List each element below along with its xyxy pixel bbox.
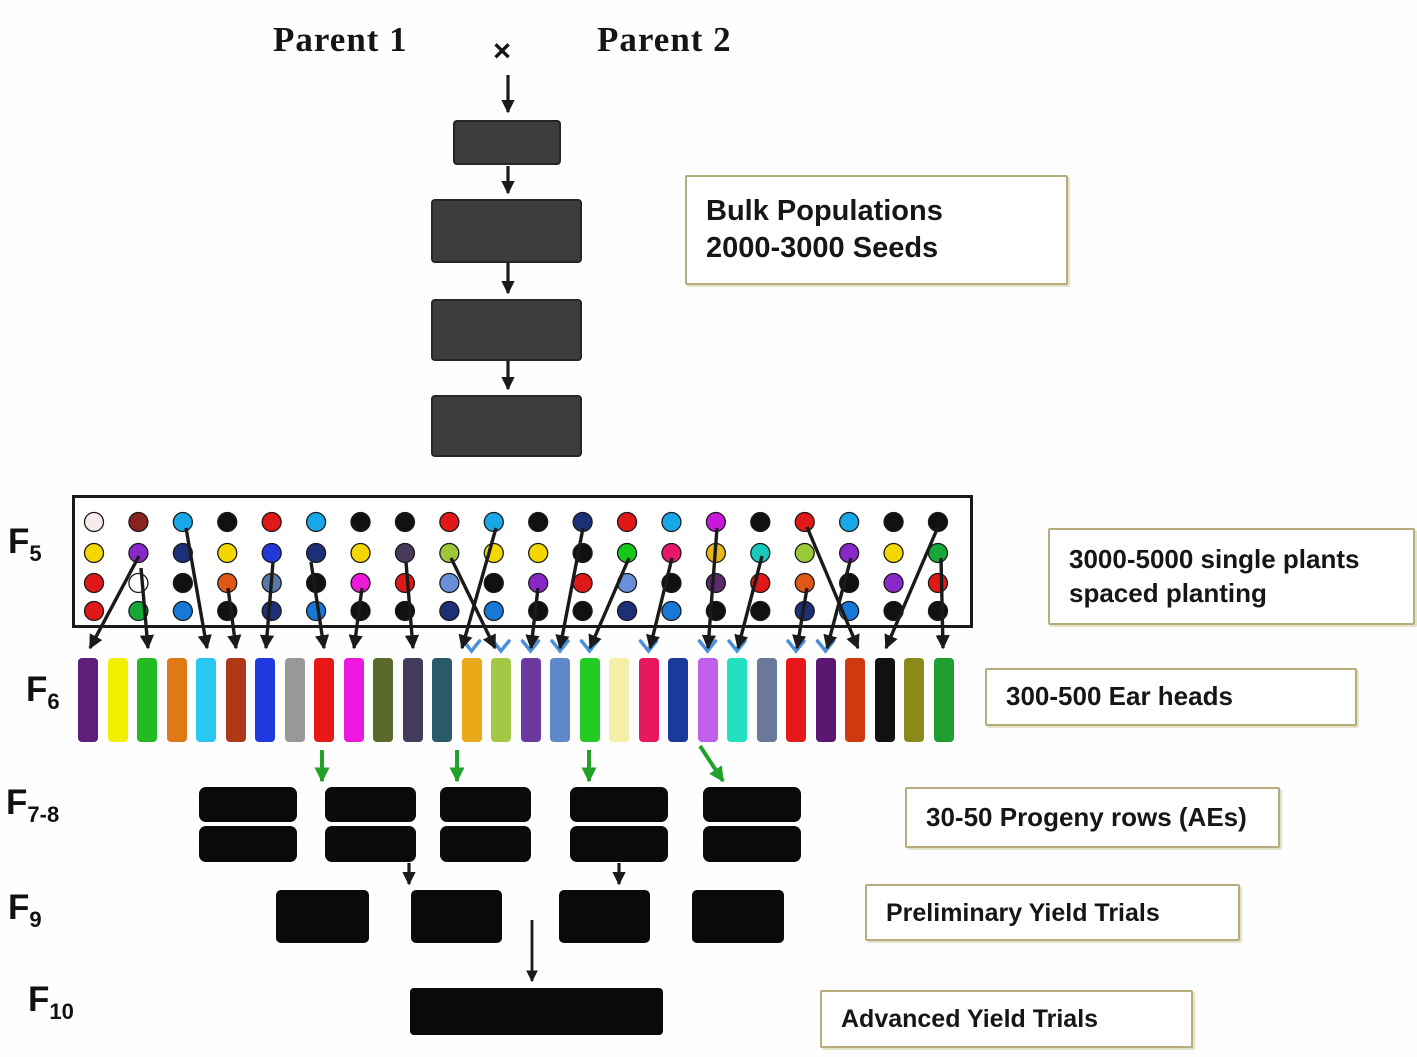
advanced-trial-node <box>410 988 663 1035</box>
cross-symbol: × <box>493 33 512 68</box>
progeny-row-node <box>199 826 297 862</box>
progeny-row-node <box>440 787 531 822</box>
parent2-label: Parent 2 <box>597 20 732 59</box>
gen-label-f7-8: F7-8 <box>6 783 60 827</box>
blue-arrowhead <box>815 639 836 654</box>
ear-head-bar <box>786 658 806 742</box>
blue-arrowhead <box>520 639 541 654</box>
blue-arrowhead <box>786 639 806 654</box>
f5-single-plants-box <box>72 495 973 628</box>
ear-head-bar <box>78 658 98 742</box>
blue-arrowhead <box>579 639 600 654</box>
progeny-row-node <box>570 826 668 862</box>
annotation-line: Advanced Yield Trials <box>841 1005 1099 1033</box>
ear-head-bar <box>874 658 895 742</box>
ear-head-bar <box>520 658 541 742</box>
ear-head-bar <box>638 658 659 742</box>
progeny-row-node <box>325 826 416 862</box>
annotation-preliminary-yield-trials: Preliminary Yield Trials <box>865 884 1240 941</box>
gen-label-f10: F10 <box>28 980 74 1024</box>
ear-head-bar <box>727 658 747 742</box>
parent1-label: Parent 1 <box>273 20 408 59</box>
ear-head-bar <box>609 658 629 742</box>
yield-trial-node <box>559 890 650 943</box>
ear-head-bar <box>550 658 570 742</box>
progeny-row-node <box>199 787 297 822</box>
ear-head-bar <box>343 658 364 742</box>
ear-head-bar <box>461 658 482 742</box>
annotation-bulk-populations: Bulk Populations 2000-3000 Seeds <box>685 175 1068 285</box>
ear-head-bar <box>402 658 423 742</box>
bulk-generation-node-2 <box>431 199 582 263</box>
ear-head-bar <box>107 658 128 742</box>
ear-head-bar <box>815 658 836 742</box>
annotation-line: spaced planting <box>1069 577 1267 608</box>
progeny-row-node <box>325 787 416 822</box>
progeny-row-node <box>703 787 801 822</box>
bulk-generation-node-1 <box>453 120 561 165</box>
gen-label-f5: F5 <box>8 522 42 566</box>
ear-head-bar <box>491 658 511 742</box>
progeny-row-node <box>570 787 668 822</box>
annotation-line: 300-500 Ear heads <box>1006 681 1233 712</box>
blue-arrowhead <box>461 639 482 654</box>
ear-head-bar <box>579 658 600 742</box>
ear-head-bar <box>225 658 246 742</box>
annotation-line: Preliminary Yield Trials <box>886 898 1160 927</box>
ear-head-bar <box>904 658 924 742</box>
progeny-row-node <box>440 826 531 862</box>
bulk-generation-node-4 <box>431 395 582 457</box>
yield-trial-node <box>276 890 369 943</box>
annotation-progeny-rows: 30-50 Progeny rows (AEs) <box>905 787 1280 848</box>
ear-head-bar <box>284 658 305 742</box>
bulk-generation-node-3 <box>431 299 582 361</box>
annotation-ear-heads: 300-500 Ear heads <box>985 668 1357 726</box>
ear-head-bar <box>166 658 187 742</box>
ear-head-bar <box>933 658 954 742</box>
advance-arrow <box>698 744 725 783</box>
gen-label-f6: F6 <box>26 670 60 714</box>
ear-head-bar <box>196 658 216 742</box>
ear-head-bar <box>137 658 157 742</box>
ear-head-bar <box>756 658 777 742</box>
ear-head-bar <box>432 658 452 742</box>
annotation-line: 3000-5000 single plants <box>1069 544 1360 575</box>
ear-head-bar <box>845 658 865 742</box>
annotation-line: 30-50 Progeny rows (AEs) <box>926 801 1247 832</box>
ear-head-bar <box>373 658 393 742</box>
annotation-advanced-yield-trials: Advanced Yield Trials <box>820 990 1193 1048</box>
blue-arrowhead <box>491 639 511 654</box>
yield-trial-node <box>411 890 502 943</box>
blue-arrowhead <box>550 639 570 654</box>
progeny-row-node <box>703 826 801 862</box>
ear-head-bar <box>255 658 275 742</box>
blue-arrowhead <box>638 639 659 654</box>
blue-arrowhead <box>727 639 747 654</box>
annotation-line: Bulk Populations <box>706 194 943 227</box>
yield-trial-node <box>692 890 784 943</box>
annotation-line: 2000-3000 Seeds <box>706 232 939 264</box>
annotation-single-plants: 3000-5000 single plants spaced planting <box>1048 528 1415 625</box>
ear-head-bar <box>314 658 334 742</box>
ear-head-bar <box>697 658 718 742</box>
ear-head-bar <box>668 658 688 742</box>
blue-arrowhead <box>697 639 718 654</box>
gen-label-f9: F9 <box>8 888 42 932</box>
